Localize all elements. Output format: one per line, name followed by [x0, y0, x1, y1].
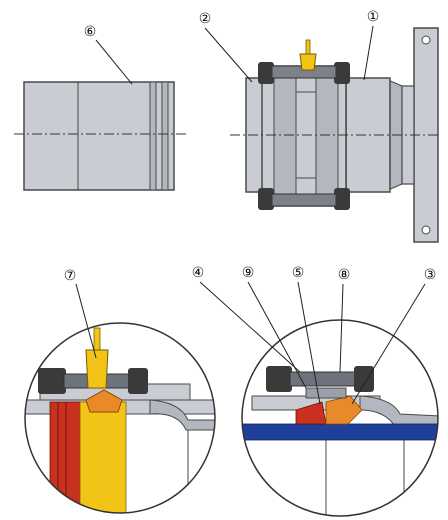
callout-7: ⑦ [64, 268, 77, 284]
callout-label-5: ⑤ [292, 265, 305, 281]
callout-label-1: ① [367, 9, 380, 25]
callout-label-3: ③ [424, 267, 437, 283]
callout-3: ③ [424, 267, 437, 283]
callout-4: ④ [192, 265, 205, 281]
callout-9: ⑨ [242, 265, 255, 281]
callout-label-2: ② [199, 11, 212, 27]
callout-1: ① [367, 9, 380, 25]
detail-view-right [241, 319, 439, 517]
callout-label-7: ⑦ [64, 268, 77, 284]
detail-view-left [24, 322, 216, 514]
pipe-end-part-6 [14, 81, 186, 191]
callout-label-9: ⑨ [242, 265, 255, 281]
callout-label-6: ⑥ [84, 24, 97, 40]
callout-2: ② [199, 11, 212, 27]
callout-8: ⑧ [338, 267, 351, 283]
callout-label-4: ④ [192, 265, 205, 281]
leader-lines [75, 25, 426, 405]
coupling-assembly-side-view [230, 27, 440, 243]
callout-5: ⑤ [292, 265, 305, 281]
callout-label-8: ⑧ [338, 267, 351, 283]
callout-6: ⑥ [84, 24, 97, 40]
